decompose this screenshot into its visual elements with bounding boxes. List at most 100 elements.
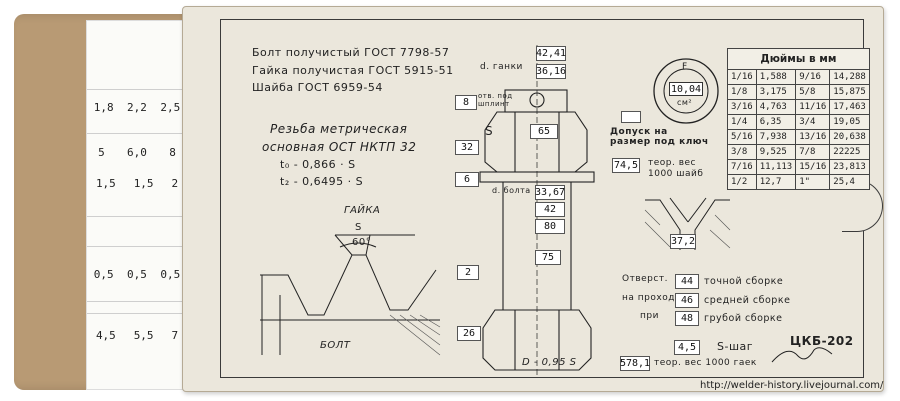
window-countersink: 37,2 bbox=[670, 234, 696, 249]
table-cell: 11/16 bbox=[795, 99, 831, 115]
nut-weight-label: теор. вес 1000 гаек bbox=[654, 358, 757, 368]
table-title: Дюймы в мм bbox=[727, 48, 870, 70]
table-cell: 5/16 bbox=[727, 129, 757, 145]
slide-row-5: 4,5 5,5 7 bbox=[87, 329, 187, 342]
area-unit: см² bbox=[677, 98, 693, 107]
thread-formula-2: t₂ - 0,6495 · S bbox=[280, 175, 364, 188]
hole-label-2: на проход bbox=[622, 293, 675, 303]
window-bolt-d: 42 bbox=[535, 202, 565, 217]
table-cell: 25,4 bbox=[829, 174, 870, 190]
angle-label: 60° bbox=[352, 237, 372, 248]
spec-nut: Гайка получистая ГОСТ 5915-51 bbox=[252, 64, 454, 77]
table-cell: 3,175 bbox=[755, 84, 797, 100]
slide-divider bbox=[87, 89, 187, 90]
table-cell: 20,638 bbox=[829, 129, 870, 145]
s-label: S bbox=[485, 124, 494, 138]
slide-value: 0,5 bbox=[127, 268, 147, 281]
pitch-label: S bbox=[355, 222, 362, 233]
table-cell: 3/8 bbox=[727, 144, 757, 160]
slide-value: 8 bbox=[169, 146, 176, 159]
table-cell: 22225 bbox=[829, 144, 870, 160]
window-bolt-d1: 33,67 bbox=[534, 185, 566, 200]
slide-divider bbox=[87, 246, 187, 247]
window-washer-thickness: 6 bbox=[455, 172, 479, 187]
thread-formula-1: t₀ - 0,866 · S bbox=[280, 158, 356, 171]
table-cell: 19,05 bbox=[829, 114, 870, 130]
window-s: 65 bbox=[530, 124, 558, 139]
area-circle bbox=[653, 58, 719, 124]
slide-divider bbox=[87, 313, 187, 314]
washer-weight-label: теор. вес 1000 шайб bbox=[648, 158, 704, 179]
table-cell: 13/16 bbox=[795, 129, 831, 145]
table-cell: 7/16 bbox=[727, 159, 757, 175]
slide-value: 5 bbox=[98, 146, 105, 159]
bolt-d-label: d. болта bbox=[492, 186, 531, 195]
table-cell: 12,7 bbox=[755, 174, 797, 190]
pin-hole-label: отв. под шплинт bbox=[478, 92, 513, 108]
slide-value: 0,5 bbox=[93, 268, 114, 281]
window-hole-medium: 46 bbox=[675, 293, 699, 308]
slide-value: 1,5 bbox=[95, 177, 116, 190]
table-cell: 1/16 bbox=[727, 69, 757, 85]
table-cell: 1/4 bbox=[727, 114, 757, 130]
table-cell: 23,813 bbox=[829, 159, 870, 175]
table-cell: 4,763 bbox=[755, 99, 797, 115]
table-cell: 3/16 bbox=[727, 99, 757, 115]
spec-washer: Шайба ГОСТ 6959-54 bbox=[252, 81, 383, 94]
bolt-label: БОЛТ bbox=[320, 340, 351, 351]
window-washer-weight: 74,5 bbox=[612, 158, 640, 173]
table-cell: 1,588 bbox=[755, 69, 797, 85]
area-symbol: F bbox=[682, 62, 688, 72]
slide-divider bbox=[87, 216, 187, 217]
table-cell: 14,288 bbox=[829, 69, 870, 85]
head-d-formula: D - 0,95 S bbox=[522, 357, 577, 368]
slide-row-1: 1,8 2,2 2,5 bbox=[87, 101, 187, 114]
slide-value: 6,0 bbox=[127, 146, 147, 159]
hole-label-1: Отверст. bbox=[622, 274, 668, 284]
slide-value: 5,5 bbox=[133, 329, 154, 342]
window-key-min: 36,16 bbox=[535, 64, 567, 79]
thread-profile-diagram bbox=[260, 234, 441, 356]
slide-row-2: 5 6,0 8 bbox=[87, 146, 187, 159]
slide-value: 1,8 bbox=[93, 101, 114, 114]
fit-fine-label: точной сборке bbox=[704, 276, 784, 287]
slide-value: 2,5 bbox=[160, 101, 181, 114]
slide-row-3: 1,5 1,5 2 bbox=[87, 177, 187, 190]
signature-mark bbox=[771, 347, 833, 363]
fit-coarse-label: грубой сборке bbox=[704, 313, 783, 324]
slide-value: 0,5 bbox=[160, 268, 181, 281]
table-cell: 11,113 bbox=[755, 159, 797, 175]
watermark-url[interactable]: http://welder-history.livejournal.com/ bbox=[700, 380, 884, 391]
window-length: 75 bbox=[535, 250, 561, 265]
table-cell: 9/16 bbox=[795, 69, 831, 85]
slide-value: 2,2 bbox=[127, 101, 147, 114]
table-cell: 1/2 bbox=[727, 174, 757, 190]
slide-strip[interactable]: 1,8 2,2 2,5 5 6,0 8 1,5 1,5 2 0,5 0,5 0,… bbox=[86, 20, 188, 390]
slide-row-4: 0,5 0,5 0,5 bbox=[87, 268, 187, 281]
window-hole-coarse: 48 bbox=[675, 311, 699, 326]
table-cell: 17,463 bbox=[829, 99, 870, 115]
table-cell: 7/8 bbox=[795, 144, 831, 160]
window-tolerance bbox=[621, 111, 641, 123]
hole-label-3: при bbox=[640, 311, 659, 321]
table-cell: 9,525 bbox=[755, 144, 797, 160]
slide-divider bbox=[87, 133, 187, 134]
window-pin-hole: 8 bbox=[455, 95, 477, 110]
spec-bolt: Болт получистый ГОСТ 7798-57 bbox=[252, 46, 450, 59]
table-cell: 5/8 bbox=[795, 84, 831, 100]
table-cell: 1/8 bbox=[727, 84, 757, 100]
slide-value: 1,5 bbox=[133, 177, 154, 190]
window-head-height: 26 bbox=[457, 326, 481, 341]
slide-value: 2 bbox=[171, 177, 179, 190]
window-chamfer: 2 bbox=[457, 265, 479, 280]
key-size-label: d. ганки bbox=[480, 62, 523, 72]
nut-label: ГАЙКА bbox=[344, 205, 381, 216]
fit-medium-label: средней сборке bbox=[704, 295, 791, 306]
